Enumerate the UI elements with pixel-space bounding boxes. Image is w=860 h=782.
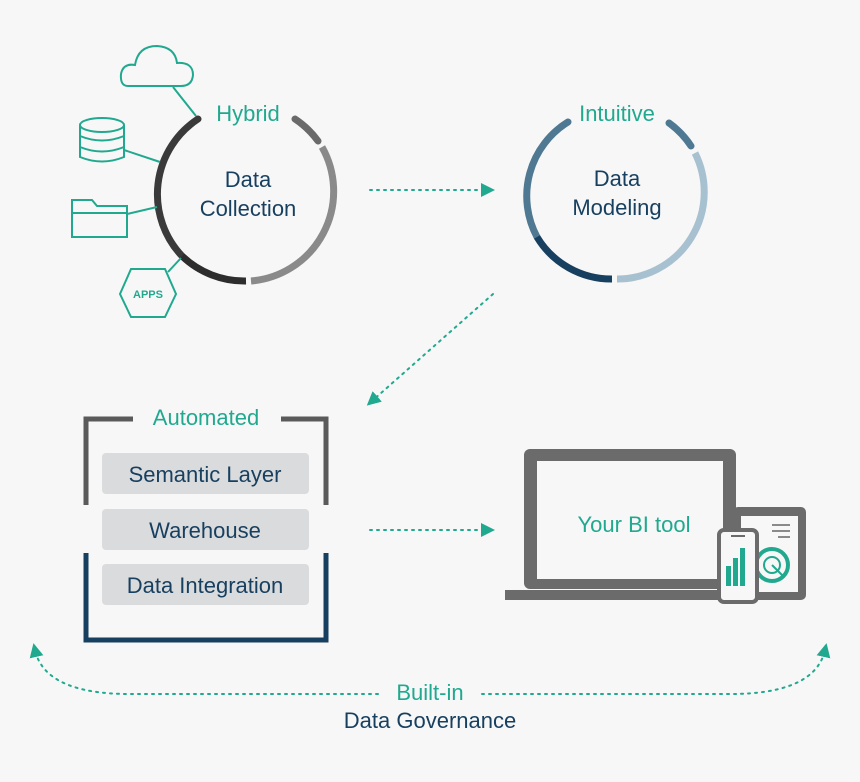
warehouse-box bbox=[102, 509, 309, 550]
data-integration-label: Data Integration bbox=[127, 573, 284, 598]
apps-connector bbox=[167, 257, 182, 273]
data-integration-box bbox=[102, 564, 309, 605]
bar-chart-icon bbox=[726, 548, 745, 586]
governance-line2: Data Governance bbox=[344, 708, 516, 733]
collection-title-line1: Data bbox=[225, 167, 272, 192]
bi-tool-label: Your BI tool bbox=[578, 512, 691, 537]
collection-ring-left bbox=[153, 115, 202, 260]
automated-stack-group: Automated Semantic Layer Warehouse Data … bbox=[83, 405, 329, 643]
folder-icon bbox=[71, 199, 128, 238]
governance-line1: Built-in bbox=[396, 680, 463, 705]
stack-accent-label: Automated bbox=[153, 405, 259, 430]
data-collection-group: Hybrid Data Collection APPS bbox=[71, 44, 338, 318]
stack-bracket-top bbox=[83, 416, 329, 505]
cloud-icon bbox=[119, 44, 195, 87]
stack-bracket-bottom bbox=[83, 553, 329, 643]
laptop-icon bbox=[505, 449, 760, 600]
data-modeling-group: Intuitive Data Modeling bbox=[523, 101, 708, 283]
warehouse-label: Warehouse bbox=[149, 518, 261, 543]
apps-label: APPS bbox=[133, 289, 163, 301]
modeling-title-line1: Data bbox=[594, 166, 641, 191]
database-icon bbox=[79, 117, 125, 163]
modeling-ring-topright bbox=[665, 119, 695, 150]
collection-ring-right bbox=[250, 145, 338, 285]
semantic-layer-box bbox=[102, 453, 309, 494]
bi-tool-group: Your BI tool bbox=[505, 449, 806, 604]
governance-arrow-right bbox=[481, 643, 831, 695]
modeling-accent-label: Intuitive bbox=[579, 101, 655, 126]
semantic-layer-label: Semantic Layer bbox=[129, 462, 282, 487]
collection-accent-label: Hybrid bbox=[216, 101, 280, 126]
apps-hexagon-icon: APPS bbox=[118, 268, 178, 318]
database-connector bbox=[123, 149, 161, 163]
modeling-ring-bottom bbox=[534, 235, 613, 283]
folder-connector bbox=[126, 206, 158, 215]
modeling-ring-right bbox=[616, 151, 708, 283]
flow-arrow-modeling-to-stack bbox=[366, 293, 494, 406]
governance-arrow-left bbox=[29, 643, 379, 695]
collection-ring-topright bbox=[291, 115, 322, 145]
collection-title-line2: Collection bbox=[200, 196, 297, 221]
cloud-connector bbox=[172, 86, 197, 117]
governance-group: Built-in Data Governance bbox=[29, 643, 831, 733]
modeling-title-line2: Modeling bbox=[572, 195, 661, 220]
modeling-ring-left bbox=[523, 118, 572, 241]
collection-ring-bottom bbox=[179, 253, 247, 285]
